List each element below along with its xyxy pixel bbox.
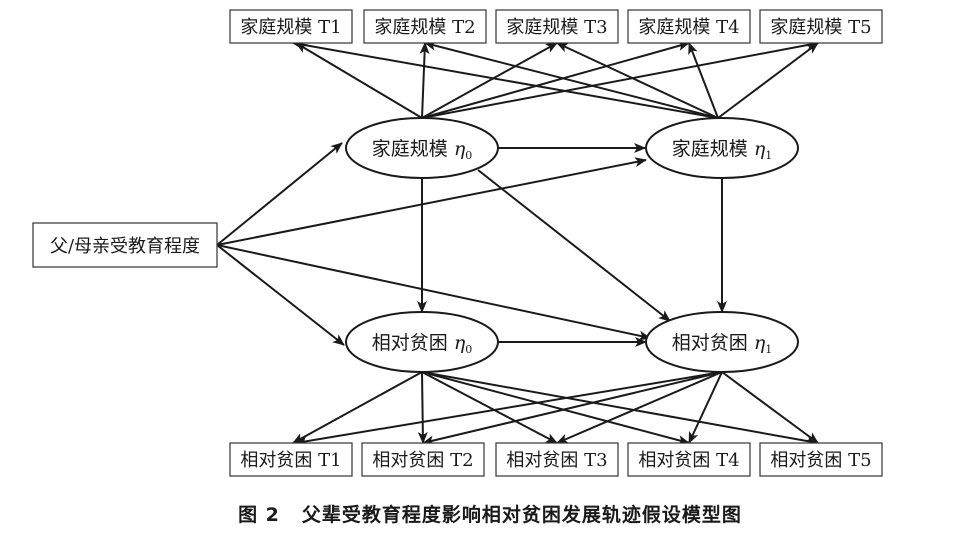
- arrow-pov0-t2: [417, 371, 428, 444]
- poverty-indicator-t3-label: 相对贫困 T3: [506, 450, 607, 471]
- poverty-indicator-t4: 相对贫困 T4: [627, 442, 751, 477]
- poverty-indicator-t2: 相对贫困 T2: [361, 442, 485, 477]
- figure-number: 图 2: [238, 504, 280, 526]
- arrow-fam0-t2: [419, 42, 430, 119]
- family-indicator-t1: 家庭规模 T1: [229, 9, 353, 44]
- arrow-fam1-t1: [292, 39, 719, 119]
- arrow-pov0-t4: [421, 371, 690, 446]
- arrow-fam0-t1: [295, 42, 423, 119]
- arrow-pov1-t5: [721, 371, 819, 444]
- poverty-indicator-t1: 相对贫困 T1: [229, 442, 353, 477]
- figure-title: 父辈受教育程度影响相对贫困发展轨迹假设模型图: [301, 504, 742, 526]
- family-indicator-t4: 家庭规模 T4: [627, 9, 751, 44]
- poverty-indicator-t3: 相对贫困 T3: [495, 442, 619, 477]
- arrow-fam0-t5: [421, 40, 819, 119]
- arrow-pov0-t1: [292, 371, 423, 444]
- family-indicator-t4-label: 家庭规模 T4: [638, 17, 739, 38]
- arrow-fam0-pov1: [477, 169, 671, 322]
- arrow-fam1-t5: [717, 42, 819, 119]
- arrow-pov0-t5: [421, 371, 819, 446]
- relative-poverty-eta1-label: 相对贫困 η1: [672, 332, 772, 356]
- arrow-fam0-t3: [421, 42, 558, 119]
- relative-poverty-eta0-node: 相对贫困 η0: [345, 311, 499, 373]
- arrow-edu-pov0: [216, 244, 345, 346]
- poverty-indicator-t1-label: 相对贫困 T1: [240, 450, 341, 471]
- arrow-fam1-t2: [424, 40, 719, 119]
- arrow-edu-fam0: [216, 142, 343, 246]
- arrow-pov0-t3: [421, 371, 558, 444]
- family-indicator-t2: 家庭规模 T2: [363, 9, 487, 44]
- family-indicator-t5-label: 家庭规模 T5: [770, 17, 871, 38]
- figure-caption: 图 2 父辈受教育程度影响相对贫困发展轨迹假设模型图: [0, 500, 980, 527]
- family-indicator-t3: 家庭规模 T3: [495, 9, 619, 44]
- poverty-indicator-t5: 相对贫困 T5: [759, 442, 883, 477]
- family-indicator-t3-label: 家庭规模 T3: [506, 17, 607, 38]
- arrow-edu-fam1: [216, 157, 647, 246]
- arrow-edu-pov1: [216, 244, 651, 341]
- arrow-pov1-t4: [688, 371, 723, 444]
- arrow-pov1-t3: [556, 371, 723, 444]
- path-arrows: [216, 39, 819, 447]
- parent-education-box: 父/母亲受教育程度: [32, 222, 218, 268]
- relative-poverty-eta1-node: 相对贫困 η1: [645, 311, 799, 373]
- arrow-pov1-t2: [422, 371, 723, 446]
- arrow-pov1-t1: [295, 371, 723, 447]
- arrow-fam1-t3: [556, 42, 719, 119]
- family-indicator-t1-label: 家庭规模 T1: [240, 17, 341, 38]
- family-size-eta1-label: 家庭规模 η1: [672, 138, 772, 162]
- family-size-eta1-node: 家庭规模 η1: [645, 117, 799, 179]
- family-indicator-t2-label: 家庭规模 T2: [374, 17, 475, 38]
- family-size-eta0-label: 家庭规模 η0: [372, 138, 472, 162]
- arrow-fam0-t4: [421, 41, 690, 119]
- relative-poverty-eta0-label: 相对贫困 η0: [372, 332, 472, 356]
- family-size-eta0-node: 家庭规模 η0: [345, 117, 499, 179]
- poverty-indicator-t2-label: 相对贫困 T2: [372, 450, 473, 471]
- parent-education-label: 父/母亲受教育程度: [50, 236, 200, 257]
- poverty-indicator-t4-label: 相对贫困 T4: [638, 450, 739, 471]
- poverty-indicator-t5-label: 相对贫困 T5: [770, 450, 871, 471]
- arrow-fam1-t4: [688, 42, 719, 119]
- family-indicator-t5: 家庭规模 T5: [759, 9, 883, 44]
